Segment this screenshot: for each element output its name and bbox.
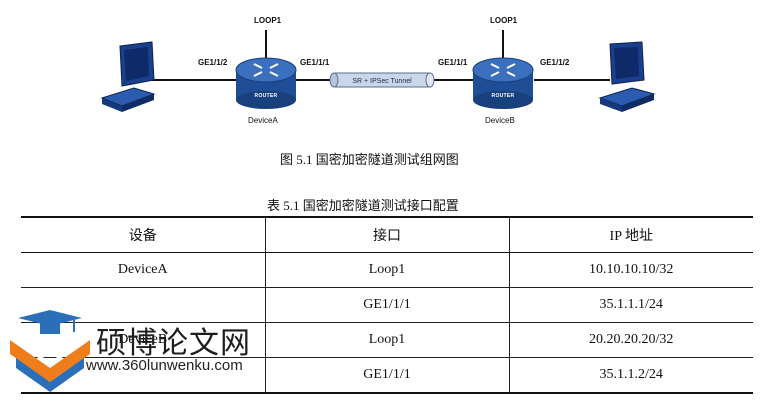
cell-interface: GE1/1/1 [264,287,510,323]
router-right-badge: ROUTER [492,93,515,99]
header-ip: IP 地址 [508,216,753,253]
port-label-b-left: GE1/1/1 [438,58,468,67]
router-left-badge: ROUTER [255,93,278,99]
watermark-url: www.360lunwenku.com [86,357,243,374]
table-row: DeviceA Loop1 10.10.10.10/32 [21,252,753,288]
cell-ip: 20.20.20.20/32 [508,322,753,358]
loop-label-left: LOOP1 [254,16,282,25]
router-right-icon: ROUTER [472,57,534,109]
table-row: GE1/1/1 35.1.1.1/24 [21,287,753,323]
table-caption: 表 5.1 国密加密隧道测试接口配置 [267,198,459,213]
port-label-a-right: GE1/1/1 [300,58,330,67]
cell-interface: Loop1 [264,322,510,358]
port-label-b-right: GE1/1/2 [540,58,570,67]
table-row: DeviceB Loop1 20.20.20.20/32 [21,322,753,358]
pc-left-icon [100,41,156,112]
router-left-icon: ROUTER [235,57,297,109]
cell-ip: 35.1.1.1/24 [508,287,753,323]
cell-device: DeviceA [21,252,266,288]
pc-right-icon [598,41,656,112]
watermark-site-name: 硕博论文网 [96,326,251,361]
diagram-canvas: ROUTER ROUTER SR + IPSec Tunnel [100,30,656,112]
device-label-b: DeviceB [485,116,515,125]
cell-ip: 10.10.10.10/32 [508,252,753,288]
device-label-a: DeviceA [248,116,278,125]
watermark-logo-icon [10,310,90,392]
cell-interface: GE1/1/1 [264,357,510,394]
tunnel-label: SR + IPSec Tunnel [352,78,412,85]
cell-device: DeviceB [21,322,266,358]
tunnel-pipe-icon: SR + IPSec Tunnel [329,72,435,88]
table-header-row: 设备 接口 IP 地址 [21,216,753,253]
loop-label-right: LOOP1 [490,16,518,25]
header-interface: 接口 [264,216,510,253]
figure-caption: 图 5.1 国密加密隧道测试组网图 [280,152,459,167]
port-label-a-left: GE1/1/2 [198,58,228,67]
header-device: 设备 [21,216,266,253]
cell-ip: 35.1.1.2/24 [508,357,753,394]
interface-config-table: 设备 接口 IP 地址 DeviceA Loop1 10.10.10.10/32… [21,216,753,394]
cell-interface: Loop1 [264,252,510,288]
